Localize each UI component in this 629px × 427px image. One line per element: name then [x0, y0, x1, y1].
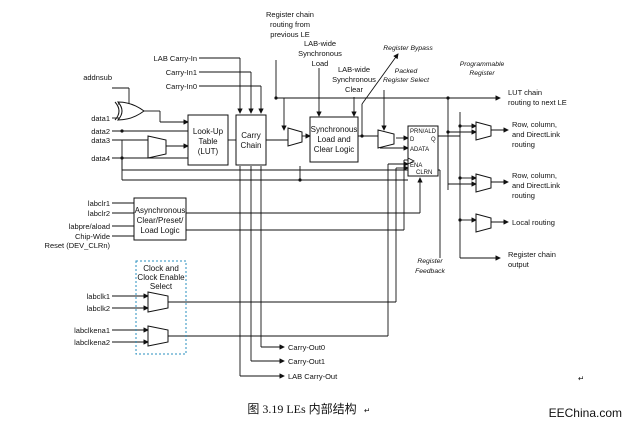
label-register-bypass: Register Bypass — [383, 45, 433, 52]
label-reg-feedback-1: Register — [417, 258, 443, 265]
label-labclr1: labclr1 — [88, 199, 110, 208]
label-sync-clear-1: LAB-wide — [338, 65, 370, 74]
label-row-col-2c: routing — [512, 191, 535, 200]
label-labclkena2: labclkena2 — [74, 338, 110, 347]
lut-label-2: Table — [198, 137, 218, 146]
clock-mux — [147, 291, 169, 313]
label-row-col-2b: and DirectLink — [512, 181, 560, 190]
clock-select-label-1: Clock and — [143, 264, 179, 273]
clock-select-label-2: Clock Enable — [137, 273, 185, 282]
caption-return-mark: ↵ — [364, 406, 370, 415]
label-sync-load-2: Synchronous — [298, 49, 342, 58]
lut-label-3: (LUT) — [198, 147, 219, 156]
label-packed-2: Register Select — [383, 77, 430, 84]
output-mux-2 — [475, 173, 492, 193]
label-row-col-1b: and DirectLink — [512, 130, 560, 139]
label-labclk1: labclk1 — [87, 292, 110, 301]
label-data1: data1 — [91, 114, 110, 123]
label-sync-load-3: Load — [312, 59, 329, 68]
reg-chain-mux — [287, 127, 303, 147]
sync-logic-label-1: Synchronous — [311, 125, 358, 134]
carry-chain-label-2: Chain — [241, 141, 262, 150]
lut-block — [187, 114, 229, 166]
label-data3: data3 — [91, 136, 110, 145]
label-lut-chain-2: routing to next LE — [508, 98, 567, 107]
pin-q: Q — [431, 137, 436, 143]
junction-dots — [120, 96, 462, 222]
programmable-register — [407, 125, 439, 177]
label-labclkena1: labclkena1 — [74, 326, 110, 335]
label-data2: data2 — [91, 127, 110, 136]
label-sync-clear-2: Synchronous — [332, 75, 376, 84]
label-labclr2: labclr2 — [88, 209, 110, 218]
label-row-col-1c: routing — [512, 140, 535, 149]
xor-gate — [114, 101, 145, 121]
label-reg-chain-2: routing from — [270, 20, 310, 29]
label-prog-reg-1: Programmable — [460, 61, 505, 68]
output-mux-1 — [475, 121, 492, 141]
label-reg-chain-3: previous LE — [270, 30, 310, 39]
clock-enable-mux — [147, 325, 169, 347]
pin-prn-ald: PRN/ALD — [410, 129, 437, 135]
async-label-3: Load Logic — [140, 226, 179, 235]
output-mux-3 — [475, 213, 492, 233]
figure-caption: 图 3.19 LEs 内部结构 — [247, 401, 356, 416]
label-chip-wide: Chip-Wide — [75, 232, 110, 241]
async-label-2: Clear/Preset/ — [137, 216, 184, 225]
label-carry-in0: Carry-In0 — [166, 82, 197, 91]
label-reg-chain-out-2: output — [508, 260, 530, 269]
label-reset-dev: Reset (DEV_CLRn) — [45, 241, 111, 250]
label-labclk2: labclk2 — [87, 304, 110, 313]
async-logic-block — [133, 197, 187, 241]
label-lut-chain-1: LUT chain — [508, 88, 542, 97]
label-row-col-2a: Row, column, — [512, 171, 557, 180]
pin-clrn: CLRN — [416, 170, 432, 176]
return-mark: ↵ — [578, 374, 584, 383]
label-carry-out1: Carry-Out1 — [288, 357, 325, 366]
label-prog-reg-2: Register — [469, 70, 495, 77]
label-sync-load-1: LAB-wide — [304, 39, 336, 48]
async-label-1: Asynchronous — [135, 206, 186, 215]
label-sync-clear-3: Clear — [345, 85, 363, 94]
pin-adata: ADATA — [410, 147, 429, 153]
watermark: EEChina.com — [549, 406, 622, 420]
pin-ena: ENA — [410, 163, 422, 169]
sync-load-clear-block — [309, 116, 359, 163]
label-carry-out0: Carry-Out0 — [288, 343, 325, 352]
clock-triangle-icon — [407, 157, 415, 165]
label-labpre-aload: labpre/aload — [69, 222, 110, 231]
label-row-col-1a: Row, column, — [512, 120, 557, 129]
carry-chain-label-1: Carry — [241, 131, 261, 140]
label-lab-carry-out: LAB Carry-Out — [288, 372, 338, 381]
lut-label-1: Look-Up — [193, 127, 224, 136]
label-reg-chain-out-1: Register chain — [508, 250, 556, 259]
label-reg-chain-1: Register chain — [266, 10, 314, 19]
label-lab-carry-in: LAB Carry-In — [154, 54, 197, 63]
label-local-routing: Local routing — [512, 218, 555, 227]
sync-logic-label-2: Load and — [317, 135, 350, 144]
clock-select-label-3: Select — [150, 282, 173, 291]
connection-wires — [112, 53, 509, 379]
label-packed-1: Packed — [395, 68, 418, 75]
packed-register-mux — [377, 129, 395, 149]
pin-d: D — [410, 137, 415, 143]
label-addnsub: addnsub — [83, 73, 112, 82]
label-data4: data4 — [91, 154, 110, 163]
label-carry-in1: Carry-In1 — [166, 68, 197, 77]
clock-enable-select-box — [135, 260, 187, 355]
sync-logic-label-3: Clear Logic — [314, 145, 354, 154]
carry-chain-block — [235, 114, 267, 166]
label-reg-feedback-2: Feedback — [415, 268, 445, 275]
data3-mux — [147, 135, 167, 159]
